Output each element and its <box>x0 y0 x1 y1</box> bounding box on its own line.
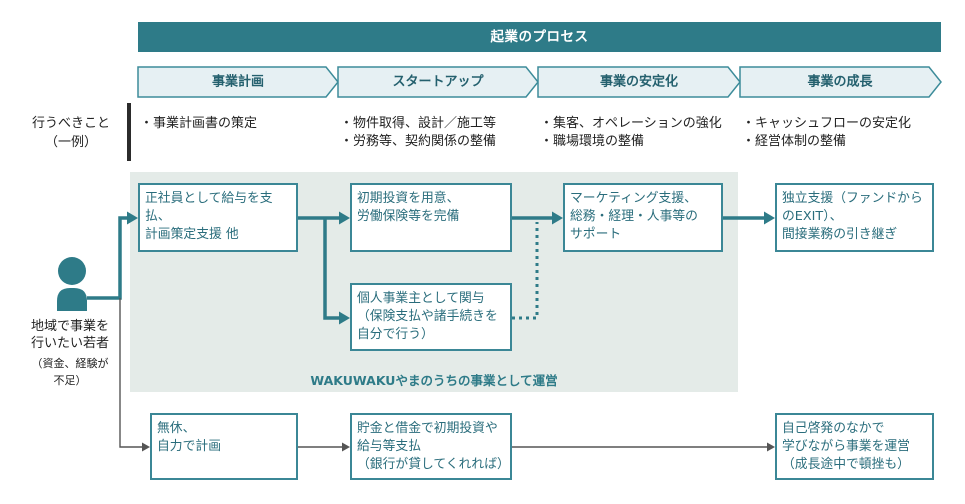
arrow-salary-to-sole-proprietor <box>323 218 341 320</box>
phase-label: スタートアップ <box>392 75 484 90</box>
phase-label: 事業の成長 <box>807 74 873 90</box>
box-text-line: 間接業務の引き継ぎ <box>782 227 898 242</box>
box-text-line: 総務・経理・人事等の <box>570 209 698 224</box>
box-text-line: 学びながら事業を運営 <box>782 439 910 454</box>
phase-growth: 事業の成長 <box>739 66 942 98</box>
box-text-line: 個人事業主として関与 <box>357 291 485 306</box>
box-self-funding: 貯金と借金で初期投資や 給与等支払 （銀行が貸してくれれば） <box>350 413 512 480</box>
tasks-label-line: （一例） <box>44 135 97 150</box>
phase-chevron-shape <box>537 66 741 98</box>
box-sole-proprietor: 個人事業主として関与 （保険支払や諸手続きを 自分で行う） <box>350 283 512 351</box>
arrowhead <box>142 442 150 452</box>
box-text-line: 正社員として給与を支 <box>145 191 273 206</box>
tasks-label-line: 行うべきこと <box>31 116 110 131</box>
dotted-arrow-sole-proprietor-to-back-office <box>512 222 539 320</box>
phase-chevron-shape <box>137 66 339 98</box>
tasks-column-startup: ・物件取得、設計／施工等 ・労務等、契約関係の整備 <box>340 115 496 151</box>
box-text-line: 労働保険等を完備 <box>357 209 460 224</box>
box-self-learning: 自己啓発のなかで 学びながら事業を運営 （成長途中で頓挫も） <box>775 413 934 480</box>
arrowhead <box>339 311 350 325</box>
task-item: ・キャッシュフローの安定化 <box>742 116 912 131</box>
box-text-line: （銀行が貸してくれれば） <box>357 457 510 472</box>
tasks-label: 行うべきこと （一例） <box>24 114 118 152</box>
arrowhead <box>342 442 350 452</box>
box-salary-support: 正社員として給与を支 払、 計画策定支援 他 <box>138 183 298 252</box>
task-item: ・労務等、契約関係の整備 <box>340 134 497 149</box>
person-body <box>57 288 87 311</box>
phase-chevron-shape <box>337 66 539 98</box>
box-text-line: 計画策定支援 他 <box>145 227 239 242</box>
task-item: ・物件取得、設計／施工等 <box>340 116 497 131</box>
task-item: ・職場環境の整備 <box>540 134 645 149</box>
tasks-column-growth: ・キャッシュフローの安定化 ・経営体制の整備 <box>742 115 911 151</box>
box-text-line: のEXIT）、 <box>782 209 843 224</box>
box-independence: 独立支援（ファンドから のEXIT）、 間接業務の引き継ぎ <box>775 183 934 252</box>
box-text-line: 初期投資を用意、 <box>357 191 460 206</box>
task-item: ・経営体制の整備 <box>742 134 847 149</box>
box-text-line: 貯金と借金で初期投資や <box>357 421 498 436</box>
phase-startup: スタートアップ <box>337 66 539 98</box>
program-label: WAKUWAKUやまのうちの事業として運営 <box>310 373 558 388</box>
arrowhead <box>339 211 350 225</box>
box-text-line: 払、 <box>145 209 171 224</box>
box-text-line: 無休、 <box>157 421 196 436</box>
box-initial-investment: 初期投資を用意、 労働保険等を完備 <box>350 183 512 252</box>
arrowhead <box>552 211 563 225</box>
actor-label: 地域で事業を 行いたい若者 （資金、経験が 不足） <box>20 318 120 389</box>
box-text-line: 独立支援（ファンドから <box>782 191 923 206</box>
box-text-line: 給与等支払 <box>357 439 421 454</box>
diagram-title: 起業のプロセス <box>138 22 941 52</box>
connector-arrows <box>87 211 775 452</box>
box-text-line: （保険支払や諸手続きを <box>357 309 498 324</box>
arrowhead <box>767 442 775 452</box>
phase-label: 事業の安定化 <box>600 74 678 90</box>
actor-label-line: （資金、経験が <box>31 357 109 370</box>
actor-label-line: 不足） <box>53 374 87 387</box>
tasks-column-business-plan: ・事業計画書の策定 <box>140 115 257 133</box>
task-item: ・事業計画書の策定 <box>140 116 258 131</box>
arrow-actor-to-unpaid-planning <box>119 298 144 448</box>
phase-chevron-shape <box>739 66 942 98</box>
person-icon <box>57 257 87 311</box>
arrowhead <box>764 211 775 225</box>
box-text-line: （成長途中で頓挫も） <box>782 457 910 472</box>
task-item: ・集客、オペレーションの強化 <box>540 116 722 131</box>
box-text-line: サポート <box>570 227 622 242</box>
tasks-divider <box>127 103 131 161</box>
phase-stabilization: 事業の安定化 <box>537 66 741 98</box>
phase-label: 事業計画 <box>212 74 264 90</box>
box-text-line: 自己啓発のなかで <box>782 421 885 436</box>
actor-label-line: 行いたい若者 <box>30 336 109 351</box>
box-back-office-support: マーケティング支援、 総務・経理・人事等の サポート <box>563 183 723 252</box>
box-unpaid-planning: 無休、 自力で計画 <box>150 413 298 480</box>
person-head <box>58 257 86 285</box>
box-text-line: 自分で行う） <box>357 327 434 342</box>
box-text-line: マーケティング支援、 <box>570 191 697 206</box>
phase-chevrons: 事業計画 スタートアップ 事業の安定化 事業の成長 <box>137 66 942 98</box>
tasks-column-stabilization: ・集客、オペレーションの強化 ・職場環境の整備 <box>540 115 722 151</box>
box-text-line: 自力で計画 <box>157 439 221 454</box>
actor-label-line: 地域で事業を <box>30 319 109 334</box>
arrow-actor-to-salary-support <box>87 216 129 300</box>
phase-business-plan: 事業計画 <box>137 66 339 98</box>
arrowhead <box>127 211 138 225</box>
